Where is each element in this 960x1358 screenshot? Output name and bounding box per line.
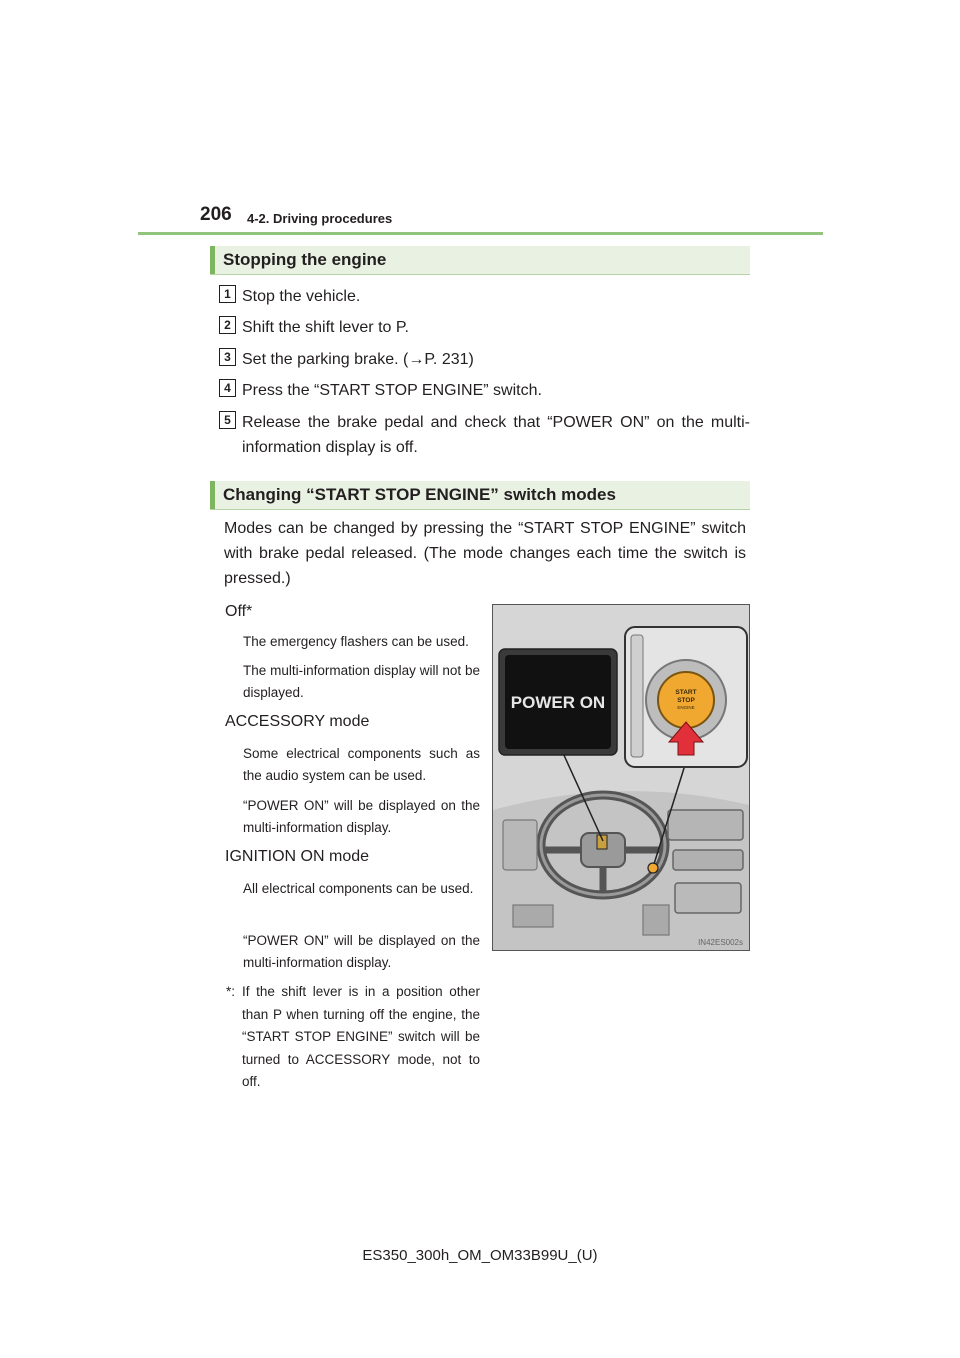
step-text: Release the brake pedal and check that “…	[242, 414, 750, 456]
footer-doc-code: ES350_300h_OM_OM33B99U_(U)	[362, 1247, 598, 1264]
mode-ignition-title: IGNITION ON mode	[225, 848, 370, 865]
mode-ignition-note-2: “POWER ON” will be displayed on the mult…	[243, 933, 480, 970]
heading-text: Stopping the engine	[223, 250, 387, 269]
step-text: Press the “START STOP ENGINE” switch.	[242, 382, 542, 399]
steering-wheel	[536, 790, 670, 900]
mode-off-title: Off*	[225, 603, 253, 620]
button-label-engine: ENGINE	[677, 705, 694, 710]
mode-off-note-2: The multi-information display will not b…	[243, 663, 480, 700]
step-text: Shift the shift lever to P.	[242, 319, 409, 336]
multi-information-display: POWER ON	[498, 648, 618, 756]
step-text: Set the parking brake. (→P. 231)	[242, 351, 474, 368]
mode-accessory-title: ACCESSORY mode	[225, 713, 370, 730]
button-label-stop: STOP	[677, 697, 695, 704]
mode-accessory-note-2: “POWER ON” will be displayed on the mult…	[243, 798, 480, 835]
step-text: Stop the vehicle.	[242, 288, 361, 305]
image-code: IN42ES002s	[698, 938, 743, 947]
heading-changing-modes: Changing “START STOP ENGINE” switch mode…	[210, 481, 750, 510]
step-number: 4	[219, 379, 236, 397]
dashboard-illustration: POWER ON START STOP ENGINE IN42ES002s	[492, 604, 750, 951]
step-number: 3	[219, 348, 236, 366]
mode-off-note-1: The emergency flashers can be used.	[243, 634, 469, 649]
press-arrow-icon	[667, 721, 705, 756]
heading-stopping-engine: Stopping the engine	[210, 246, 750, 275]
mode-ignition-note-1: All electrical components can be used.	[243, 881, 474, 896]
footnote-mark: *:	[226, 984, 236, 999]
step-number: 1	[219, 285, 236, 303]
heading-accent	[210, 246, 215, 274]
mode-accessory-note-1: Some electrical components such as the a…	[243, 746, 480, 783]
heading-text: Changing “START STOP ENGINE” switch mode…	[223, 485, 616, 504]
button-label-start: START	[675, 689, 696, 696]
heading-accent	[210, 481, 215, 509]
page-number: 206	[200, 204, 232, 225]
section-title: 4-2. Driving procedures	[247, 211, 393, 226]
step-number: 5	[219, 411, 236, 429]
footnote: *: If the shift lever is in a position o…	[226, 981, 480, 1094]
modes-intro: Modes can be changed by pressing the “ST…	[224, 520, 746, 587]
footnote-text: If the shift lever is in a position othe…	[242, 984, 480, 1089]
start-stop-button-inset: START STOP ENGINE	[624, 626, 748, 768]
power-on-label: POWER ON	[511, 693, 605, 712]
header-rule	[138, 232, 823, 235]
step-number: 2	[219, 316, 236, 334]
